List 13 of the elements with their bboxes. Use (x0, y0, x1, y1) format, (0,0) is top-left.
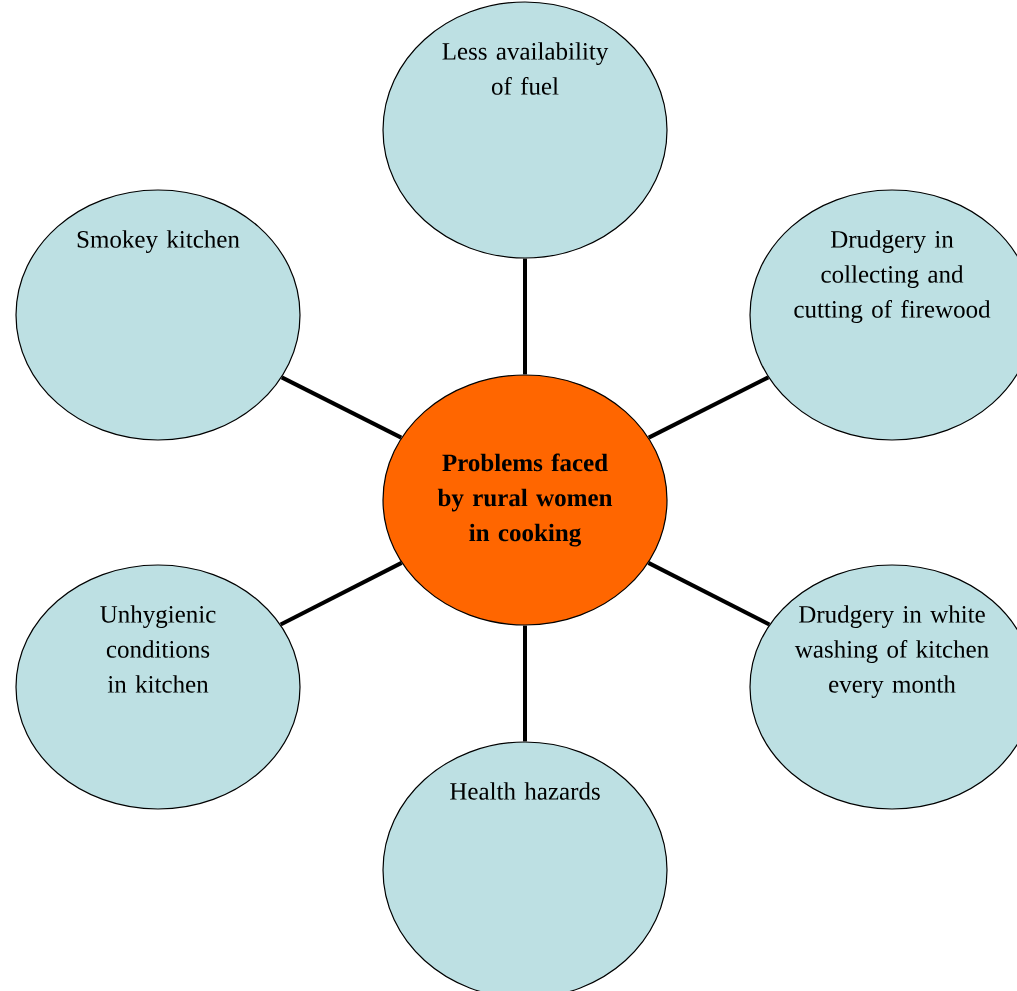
node-label: Problems faced by rural women in cooking (437, 453, 613, 547)
connector-line (647, 375, 770, 440)
connector-line (280, 375, 403, 440)
node-label: Drudgery in white washing of kitchen every month (794, 605, 989, 698)
connector-line (647, 561, 771, 627)
connector-line (279, 561, 403, 627)
node-label: Smokey kitchen (77, 230, 240, 253)
connector-line (523, 625, 527, 742)
node-label: Health hazards (450, 782, 600, 800)
node-label: Unhygienic conditions in kitchen (100, 605, 216, 693)
node-label: Less availability of fuel (442, 42, 609, 95)
node-label: Drudgery in collecting and cutting of firewood (794, 230, 991, 323)
connector-line (523, 258, 527, 375)
